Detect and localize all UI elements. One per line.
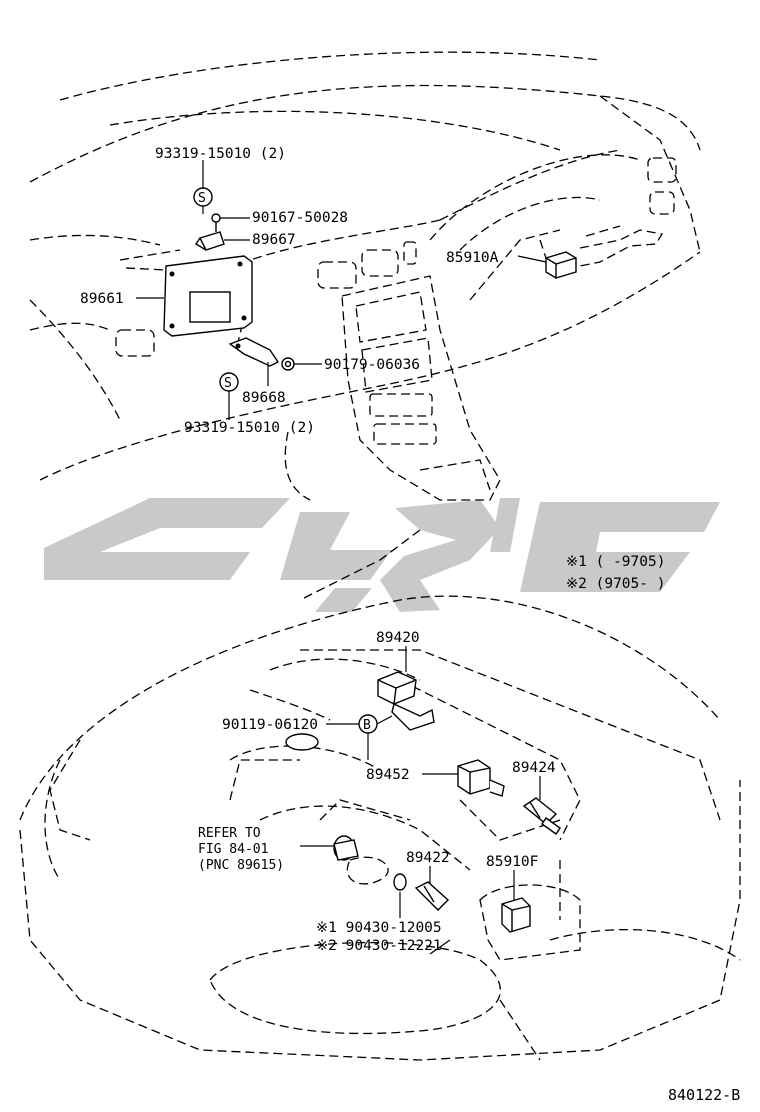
legend-line-2: ※2 (9705- ) — [566, 576, 665, 592]
label-90430-2: ※2 90430-12221 — [316, 938, 442, 954]
label-85910F: 85910F — [486, 854, 538, 870]
diagram-code: 840122-B — [668, 1086, 740, 1104]
gasket-90430 — [393, 873, 407, 891]
label-93319-bottom: 93319-15010 (2) — [184, 420, 315, 436]
label-refer-line2: FIG 84-01 — [198, 842, 268, 857]
s-mark-bottom: S — [219, 372, 239, 392]
upper-leader-lines — [136, 160, 547, 420]
dashboard-outline — [29, 51, 701, 501]
relay-85910A — [539, 225, 664, 279]
lower-leader-lines — [300, 646, 541, 955]
s-mark-top: S — [193, 187, 213, 207]
s-mark-bottom-text: S — [224, 376, 232, 391]
filler-cap — [285, 733, 319, 751]
label-89420: 89420 — [376, 630, 420, 646]
sensor-89424 — [522, 797, 561, 835]
sensor-89452 — [457, 759, 505, 797]
b-mark: B — [358, 714, 378, 734]
bracket-89667 — [195, 231, 225, 251]
label-refer-line3: (PNC 89615) — [198, 858, 284, 873]
label-89661: 89661 — [80, 291, 124, 307]
relay-85910F — [501, 897, 531, 933]
watermark-logo — [44, 498, 720, 612]
label-89422: 89422 — [406, 850, 450, 866]
label-90167: 90167-50028 — [252, 210, 348, 226]
sensor-89422 — [414, 881, 450, 911]
label-90119: 90119-06120 — [222, 717, 318, 733]
nut-90179 — [281, 357, 295, 371]
label-90179: 90179-06036 — [324, 357, 420, 373]
sensor-89615 — [333, 835, 359, 861]
sensor-89420 — [377, 671, 435, 731]
label-89424: 89424 — [512, 760, 556, 776]
bracket-89668 — [228, 337, 280, 367]
label-89667: 89667 — [252, 232, 296, 248]
label-refer-line1: REFER TO — [198, 826, 261, 841]
label-93319-top: 93319-15010 (2) — [155, 146, 286, 162]
label-89668: 89668 — [242, 390, 286, 406]
engine-bay-outline — [19, 529, 741, 1061]
ecu-module-89661 — [125, 255, 253, 337]
label-90430-1: ※1 90430-12005 — [316, 920, 442, 936]
b-mark-text: B — [363, 718, 371, 733]
label-89452: 89452 — [366, 767, 410, 783]
label-85910A: 85910A — [446, 250, 499, 266]
screw-90167 — [211, 213, 221, 232]
legend-line-1: ※1 ( -9705) — [566, 554, 665, 570]
s-mark-top-text: S — [198, 191, 206, 206]
